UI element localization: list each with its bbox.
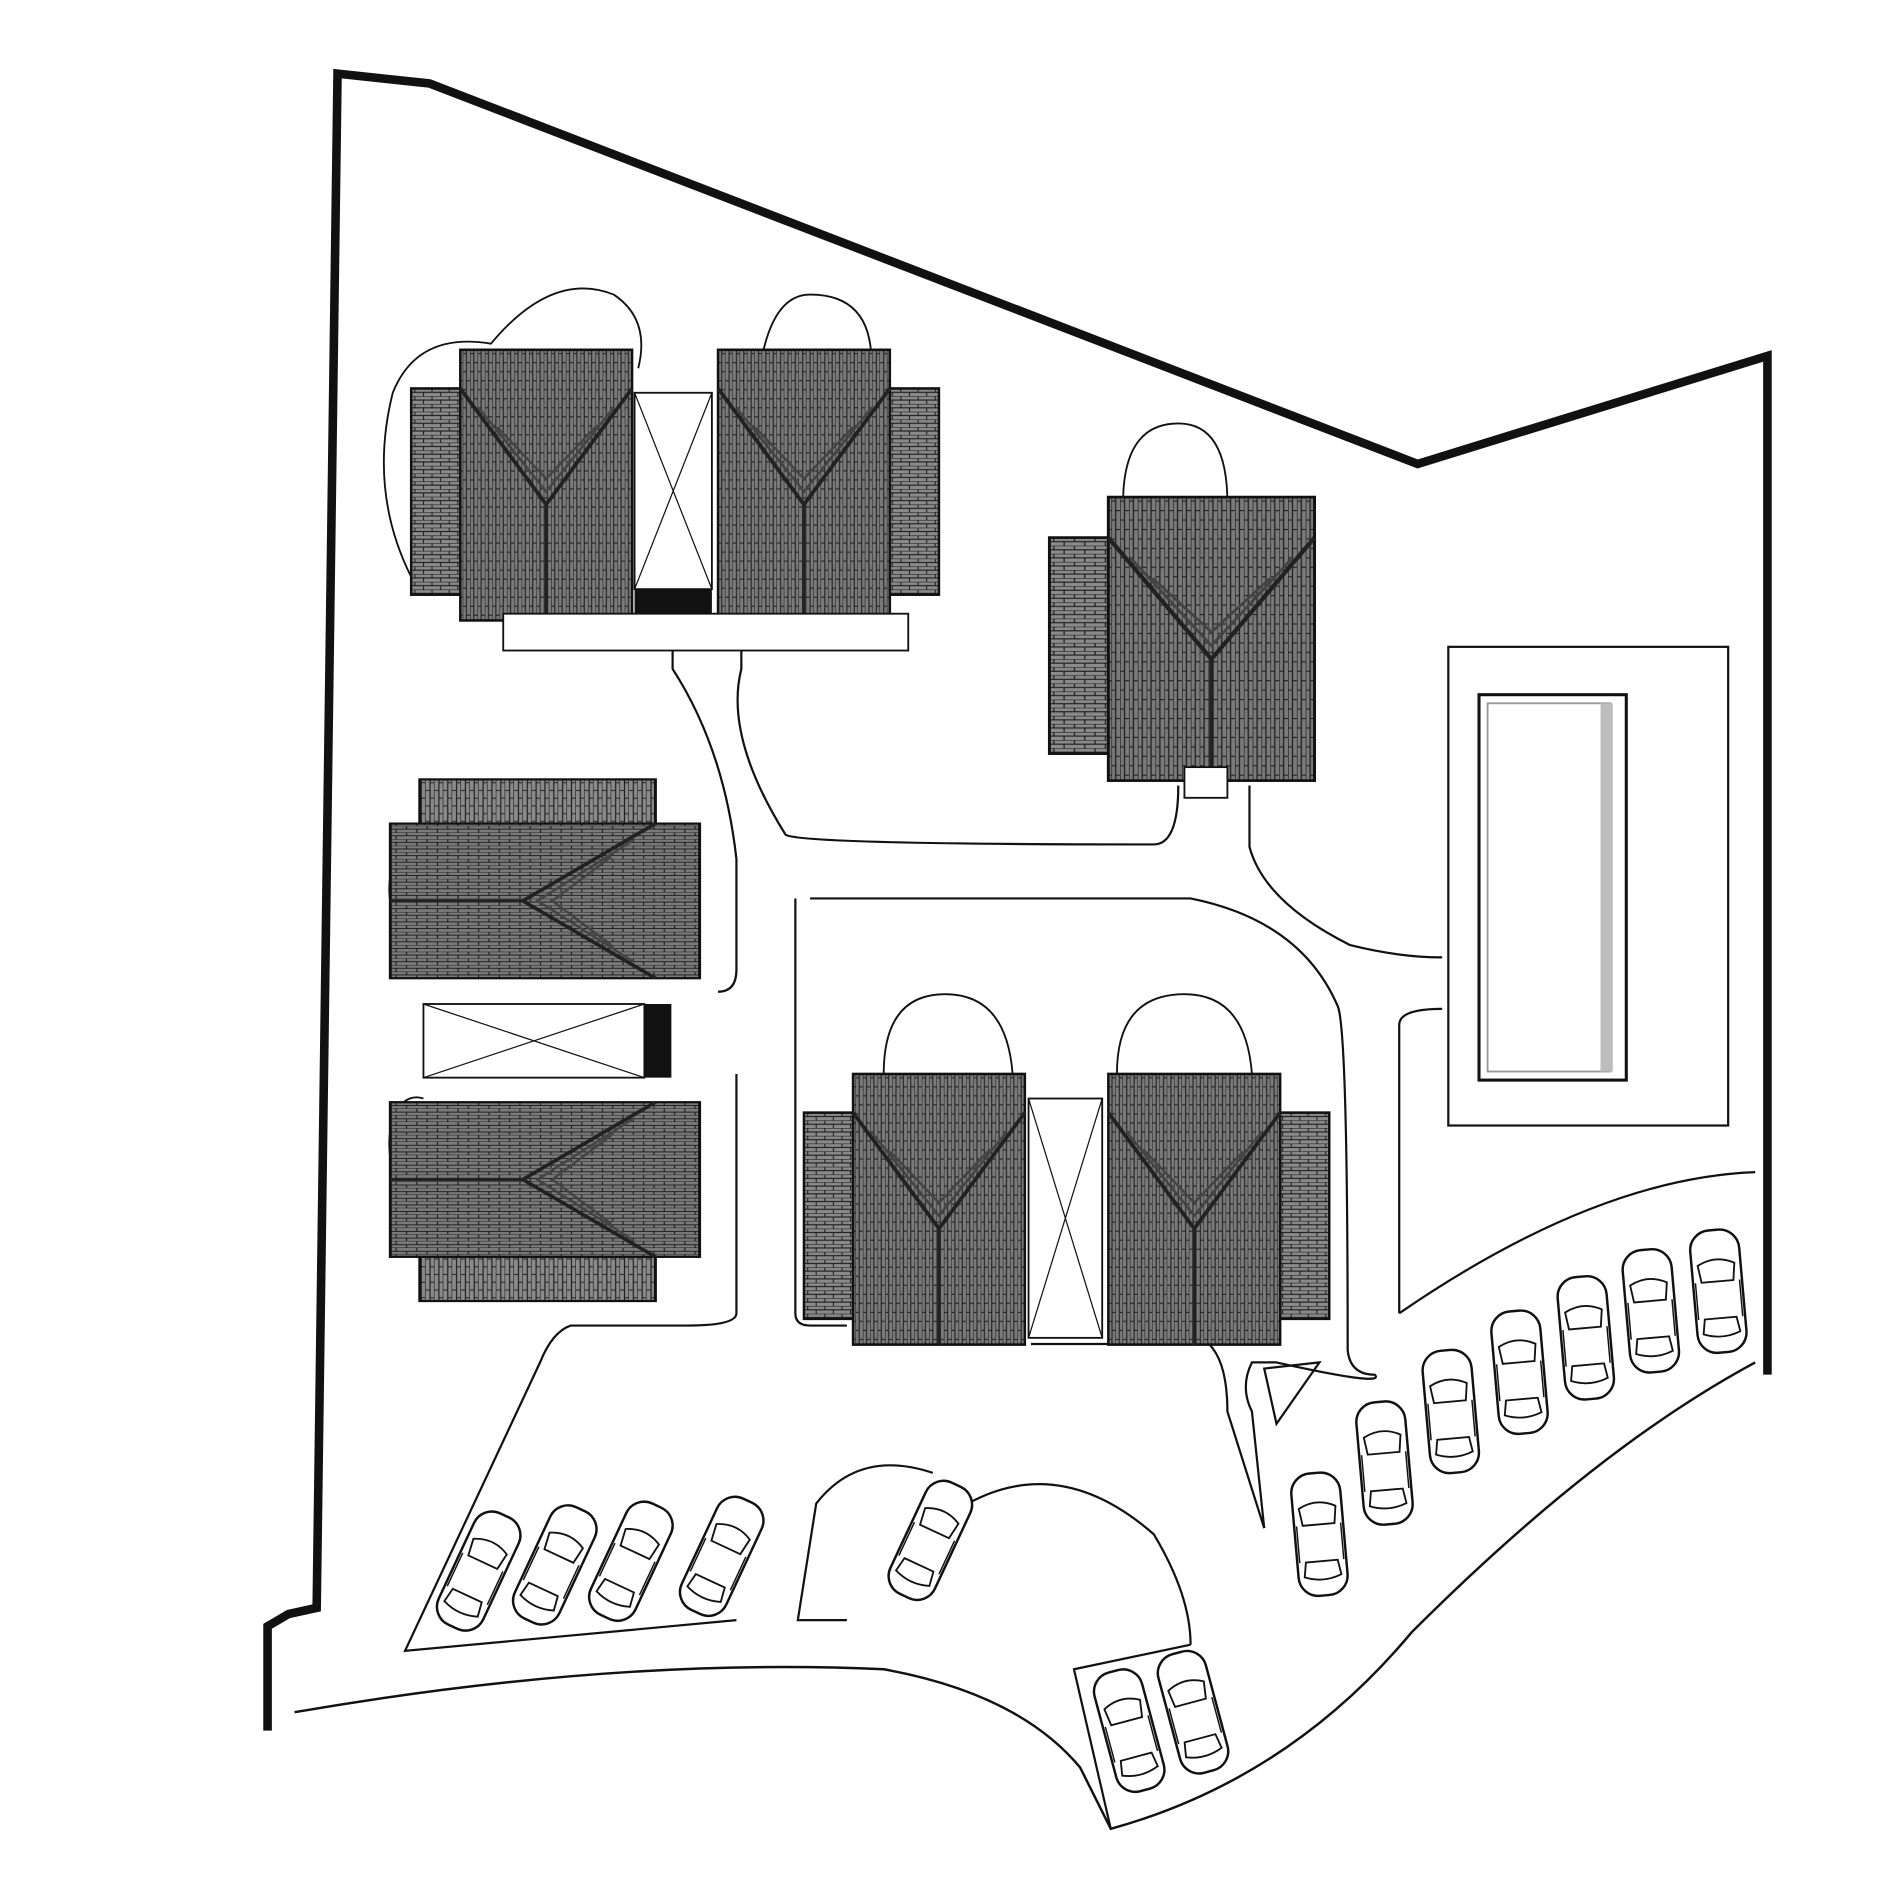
gardens <box>382 287 1253 1204</box>
swimming-pool <box>1447 645 1730 1127</box>
car <box>1687 1226 1750 1356</box>
building-left <box>390 779 699 1301</box>
car <box>880 1473 980 1608</box>
car <box>1152 1645 1234 1780</box>
building-top-right-porch <box>1183 766 1229 799</box>
car <box>1554 1273 1617 1403</box>
car <box>429 1503 529 1639</box>
car <box>1619 1246 1682 1376</box>
car <box>672 1489 772 1624</box>
car <box>1488 1307 1551 1437</box>
building-bottom-center <box>802 1072 1332 1347</box>
site-boundary <box>263 68 1772 1731</box>
car <box>1088 1663 1171 1798</box>
building-top-right <box>1049 497 1314 781</box>
car <box>1288 1469 1351 1599</box>
building-top-left <box>409 347 941 652</box>
car <box>505 1497 605 1633</box>
car <box>1419 1346 1482 1477</box>
car <box>581 1494 681 1629</box>
car <box>1353 1398 1416 1528</box>
site-edge-bottom <box>294 1361 1756 1831</box>
